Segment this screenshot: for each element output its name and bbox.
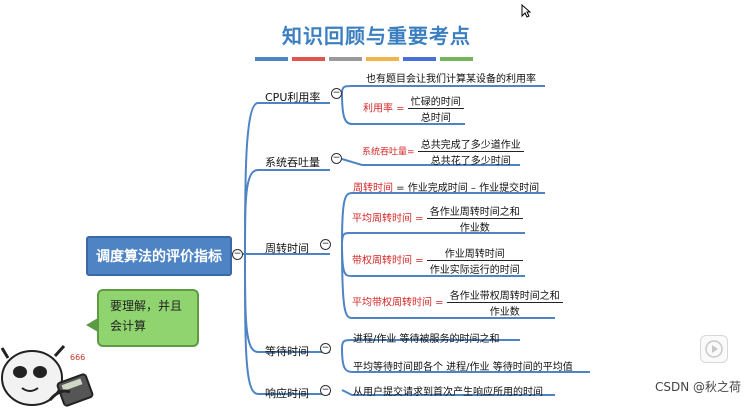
root-node-scheduling-metrics[interactable]: 调度算法的评价指标 bbox=[86, 236, 232, 276]
cpu-numerator: 忙碌的时间 bbox=[407, 93, 464, 109]
mouse-cursor-icon bbox=[521, 4, 531, 18]
weighted-turnaround-formula: 带权周转时间 = 作业周转时间 作业实际运行的时间 bbox=[352, 245, 523, 276]
throughput-formula-label: 系统吞吐量= bbox=[362, 147, 415, 158]
speech-bubble-text: 要理解，并且会计算 bbox=[110, 299, 183, 333]
throughput-fraction: 总共完成了多少道作业 总共花了多少时间 bbox=[417, 136, 524, 167]
avg-turnaround-formula: 平均周转时间 = 各作业周转时间之和 作业数 bbox=[352, 203, 523, 234]
cpu-formula-label: 利用率 = bbox=[363, 103, 405, 115]
minus-circle-icon[interactable]: − bbox=[320, 343, 331, 354]
cpu-formula: 利用率 = 忙碌的时间 总时间 bbox=[363, 93, 464, 124]
weighted-turnaround-fraction: 作业周转时间 作业实际运行的时间 bbox=[426, 245, 523, 276]
response-line-1: 从用户提交请求到首次产生响应所用的时间 bbox=[353, 387, 543, 398]
color-bar-blue bbox=[255, 57, 288, 61]
play-button[interactable] bbox=[700, 335, 728, 363]
speech-bubble bbox=[97, 289, 199, 347]
waiting-line-1: 进程/作业 等待被服务的时间之和 bbox=[353, 334, 500, 345]
svg-text:666: 666 bbox=[70, 353, 85, 362]
minus-circle-icon[interactable]: − bbox=[320, 239, 331, 250]
throughput-formula: 系统吞吐量= 总共完成了多少道作业 总共花了多少时间 bbox=[362, 136, 524, 167]
minus-circle-icon[interactable]: − bbox=[320, 385, 331, 396]
weighted-turnaround-numerator: 作业周转时间 bbox=[426, 245, 523, 261]
cpu-denominator: 总时间 bbox=[420, 113, 451, 124]
throughput-numerator: 总共完成了多少道作业 bbox=[417, 136, 524, 152]
color-bar-gray bbox=[329, 57, 362, 61]
turnaround-formula-1: 周转时间 = 作业完成时间 – 作业提交时间 bbox=[353, 179, 539, 194]
play-icon bbox=[705, 340, 723, 358]
color-bar-yellow bbox=[366, 57, 399, 61]
weighted-turnaround-label: 带权周转时间 = bbox=[352, 255, 424, 267]
avg-weighted-turnaround-numerator: 各作业带权周转时间之和 bbox=[446, 287, 563, 303]
speech-bubble-tail bbox=[86, 318, 98, 332]
turnaround-formula-rest: = 作业完成时间 – 作业提交时间 bbox=[393, 183, 540, 194]
page-title: 知识回顾与重要考点 bbox=[282, 24, 471, 48]
throughput-denominator: 总共花了多少时间 bbox=[430, 156, 511, 167]
branch-response-time[interactable]: 响应时间 bbox=[265, 387, 309, 400]
minus-circle-icon[interactable]: − bbox=[232, 249, 243, 260]
cpu-note: 也有题目会让我们计算某设备的利用率 bbox=[366, 74, 536, 85]
minus-circle-icon[interactable]: − bbox=[331, 153, 342, 164]
color-bar-red bbox=[292, 57, 325, 61]
turnaround-label-red: 周转时间 bbox=[353, 183, 393, 194]
csdn-watermark: CSDN @秋之荷 bbox=[654, 380, 741, 394]
avg-weighted-turnaround-denominator: 作业数 bbox=[489, 307, 520, 318]
avg-turnaround-label: 平均周转时间 = bbox=[352, 213, 424, 225]
avg-turnaround-denominator: 作业数 bbox=[459, 223, 490, 234]
color-bar-green bbox=[440, 57, 473, 61]
branch-cpu-utilization[interactable]: CPU利用率 bbox=[265, 91, 321, 104]
waiting-line-2: 平均等待时间即各个 进程/作业 等待时间的平均值 bbox=[353, 362, 573, 373]
cpu-fraction: 忙碌的时间 总时间 bbox=[407, 93, 464, 124]
avg-turnaround-numerator: 各作业周转时间之和 bbox=[426, 203, 523, 219]
color-bar-darkblue bbox=[403, 57, 436, 61]
root-label: 调度算法的评价指标 bbox=[96, 249, 222, 265]
avg-weighted-turnaround-label: 平均带权周转时间 = bbox=[352, 297, 444, 309]
panda-meme-sticker: 666 bbox=[0, 344, 94, 407]
avg-weighted-turnaround-fraction: 各作业带权周转时间之和 作业数 bbox=[446, 287, 563, 318]
branch-throughput[interactable]: 系统吞吐量 bbox=[265, 156, 320, 169]
branch-turnaround-time[interactable]: 周转时间 bbox=[265, 242, 309, 255]
avg-weighted-turnaround-formula: 平均带权周转时间 = 各作业带权周转时间之和 作业数 bbox=[352, 287, 563, 318]
avg-turnaround-fraction: 各作业周转时间之和 作业数 bbox=[426, 203, 523, 234]
branch-waiting-time[interactable]: 等待时间 bbox=[265, 345, 309, 358]
minus-circle-icon[interactable]: − bbox=[331, 88, 342, 99]
top-area bbox=[0, 0, 753, 42]
weighted-turnaround-denominator: 作业实际运行的时间 bbox=[429, 265, 520, 276]
